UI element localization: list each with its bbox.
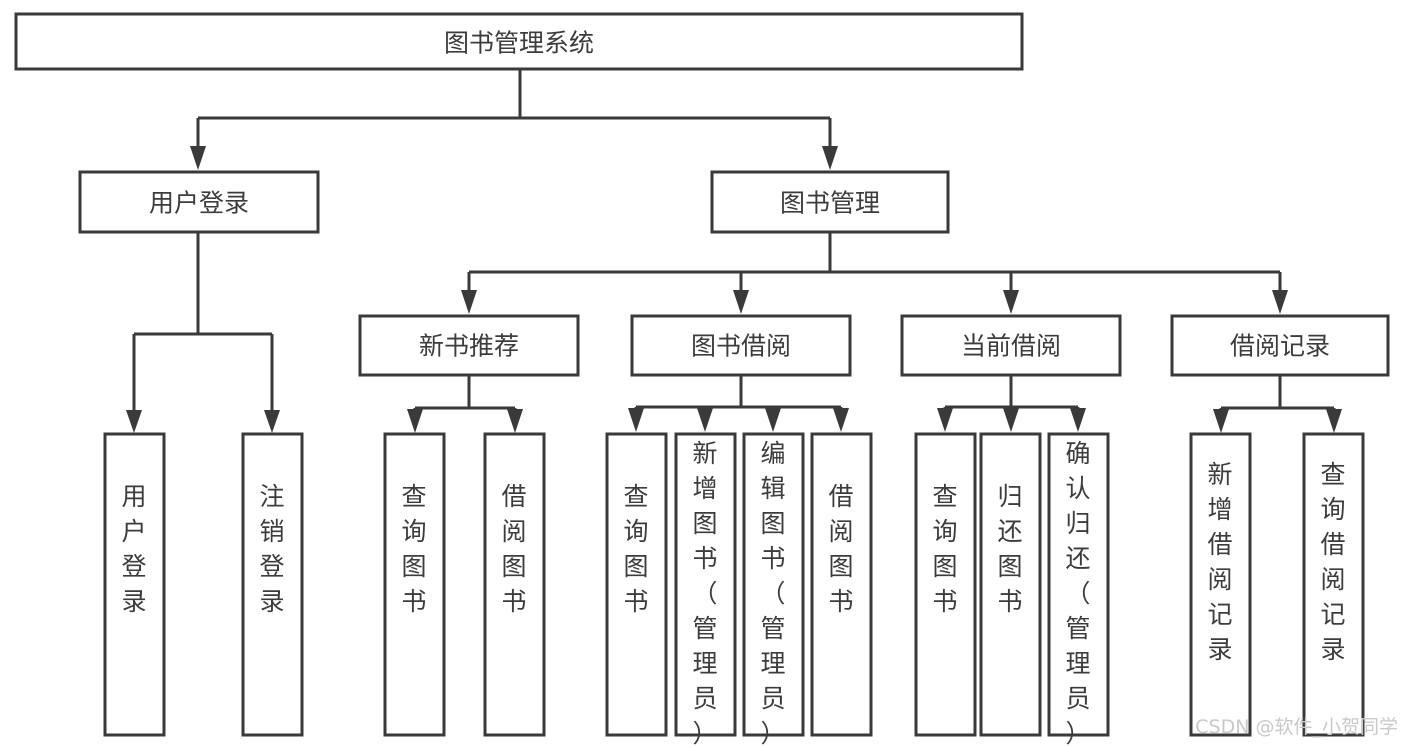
- node-leaf-logout-label: 注销登录: [259, 482, 284, 616]
- node-borrow-record-label: 借阅记录: [1230, 332, 1330, 361]
- arrow-head-leaf-borrow-book-1: [507, 409, 523, 433]
- arrow-head-leaf-return-book: [1003, 408, 1019, 432]
- node-leaf-query-book-2[interactable]: 查询图书: [605, 432, 668, 737]
- node-new-book-recommend[interactable]: 新书推荐: [358, 314, 580, 377]
- node-leaf-query-book-3[interactable]: 查询图书: [914, 432, 977, 737]
- arrow-head-leaf-add-record: [1213, 409, 1229, 433]
- node-leaf-query-book-2-box[interactable]: [605, 432, 668, 737]
- connector-lines: [126, 69, 1342, 433]
- node-leaf-query-record-box[interactable]: [1302, 432, 1365, 737]
- node-leaf-add-book-label: 新增图书（管理员）: [692, 439, 717, 747]
- node-leaf-query-record[interactable]: 查询借阅记录: [1302, 432, 1365, 737]
- node-book-borrow-box[interactable]: [630, 314, 852, 377]
- node-leaf-logout[interactable]: 注销登录: [241, 432, 304, 737]
- arrow-head-leaf-query-book-1: [407, 409, 423, 433]
- node-root-box[interactable]: [14, 12, 1024, 71]
- node-leaf-borrow-book-1-label: 借阅图书: [501, 482, 526, 616]
- node-root-system[interactable]: 图书管理系统: [14, 12, 1024, 71]
- node-leaf-return-book-box[interactable]: [979, 432, 1042, 737]
- arrow-head-leaf-add-book: [697, 408, 713, 432]
- node-book-manage-label: 图书管理: [780, 189, 880, 218]
- node-leaf-user-login-box[interactable]: [103, 432, 166, 737]
- node-book-borrow-label: 图书借阅: [691, 332, 791, 361]
- node-borrow-record[interactable]: 借阅记录: [1170, 314, 1390, 377]
- node-leaf-add-record-label: 新增借阅记录: [1207, 460, 1232, 664]
- node-current-borrow[interactable]: 当前借阅: [900, 314, 1122, 377]
- node-current-borrow-label: 当前借阅: [961, 332, 1061, 361]
- node-book-borrow[interactable]: 图书借阅: [630, 314, 852, 377]
- node-borrow-record-box[interactable]: [1170, 314, 1390, 377]
- node-leaf-borrow-book-2-label: 借阅图书: [828, 482, 853, 616]
- arrow-head-leaf-logout: [264, 410, 280, 433]
- node-leaf-add-book[interactable]: 新增图书（管理员）: [674, 432, 737, 747]
- node-leaf-confirm-return-box[interactable]: [1047, 432, 1110, 737]
- node-leaf-query-book-1-label: 查询图书: [401, 482, 426, 616]
- node-user-login-box[interactable]: [78, 170, 320, 234]
- node-user-login[interactable]: 用户登录: [78, 170, 320, 234]
- node-leaf-user-login[interactable]: 用户登录: [103, 432, 166, 737]
- node-leaf-query-book-3-box[interactable]: [914, 432, 977, 737]
- node-leaf-query-record-label: 查询借阅记录: [1320, 460, 1345, 664]
- node-book-manage-box[interactable]: [710, 170, 950, 234]
- node-leaf-edit-book[interactable]: 编辑图书（管理员）: [742, 432, 805, 747]
- node-leaf-query-book-1-box[interactable]: [383, 432, 446, 737]
- node-leaf-borrow-book-2[interactable]: 借阅图书: [810, 432, 873, 737]
- node-root-label: 图书管理系统: [444, 29, 594, 58]
- arrow-head-user-login: [190, 146, 206, 170]
- arrow-head-leaf-query-book-2: [628, 408, 644, 432]
- arrow-head-current-borrow: [1003, 290, 1019, 314]
- csdn-watermark: CSDN @软件_小贺同学: [1195, 716, 1398, 738]
- node-new-book-recommend-box[interactable]: [358, 314, 580, 377]
- node-leaf-user-login-label: 用户登录: [121, 482, 146, 616]
- node-leaf-add-record-box[interactable]: [1189, 432, 1252, 737]
- node-leaf-return-book[interactable]: 归还图书: [979, 432, 1042, 737]
- node-leaf-add-record[interactable]: 新增借阅记录: [1189, 432, 1252, 737]
- arrow-head-leaf-query-record: [1326, 409, 1342, 433]
- arrow-head-leaf-borrow-book-2: [833, 408, 849, 432]
- node-leaf-query-book-1[interactable]: 查询图书: [383, 432, 446, 737]
- arrow-head-book-manage: [822, 146, 838, 170]
- node-leaf-confirm-return-label: 确认归还（管理员）: [1065, 439, 1090, 747]
- arrow-head-new-book-recommend: [461, 290, 477, 314]
- arrow-head-borrow-record: [1272, 290, 1288, 314]
- node-leaf-edit-book-box[interactable]: [742, 432, 805, 737]
- node-leaf-borrow-book-1-box[interactable]: [483, 432, 546, 737]
- node-leaf-logout-box[interactable]: [241, 432, 304, 737]
- arrow-head-leaf-edit-book: [765, 408, 781, 432]
- arrow-head-leaf-confirm-return: [1070, 408, 1086, 432]
- node-leaf-edit-book-label: 编辑图书（管理员）: [760, 439, 785, 747]
- node-leaf-return-book-label: 归还图书: [997, 482, 1022, 616]
- node-leaf-query-book-3-label: 查询图书: [932, 482, 957, 616]
- arrow-head-leaf-query-book-3: [937, 408, 953, 432]
- arrow-head-leaf-user-login: [126, 410, 142, 433]
- node-leaf-query-book-2-label: 查询图书: [623, 482, 648, 616]
- node-book-manage[interactable]: 图书管理: [710, 170, 950, 234]
- node-leaf-add-book-box[interactable]: [674, 432, 737, 737]
- node-user-login-label: 用户登录: [149, 189, 249, 218]
- node-leaf-confirm-return[interactable]: 确认归还（管理员）: [1047, 432, 1110, 747]
- node-new-book-recommend-label: 新书推荐: [419, 332, 519, 361]
- node-current-borrow-box[interactable]: [900, 314, 1122, 377]
- arrow-head-book-borrow: [733, 290, 749, 314]
- node-leaf-borrow-book-2-box[interactable]: [810, 432, 873, 737]
- node-leaf-borrow-book-1[interactable]: 借阅图书: [483, 432, 546, 737]
